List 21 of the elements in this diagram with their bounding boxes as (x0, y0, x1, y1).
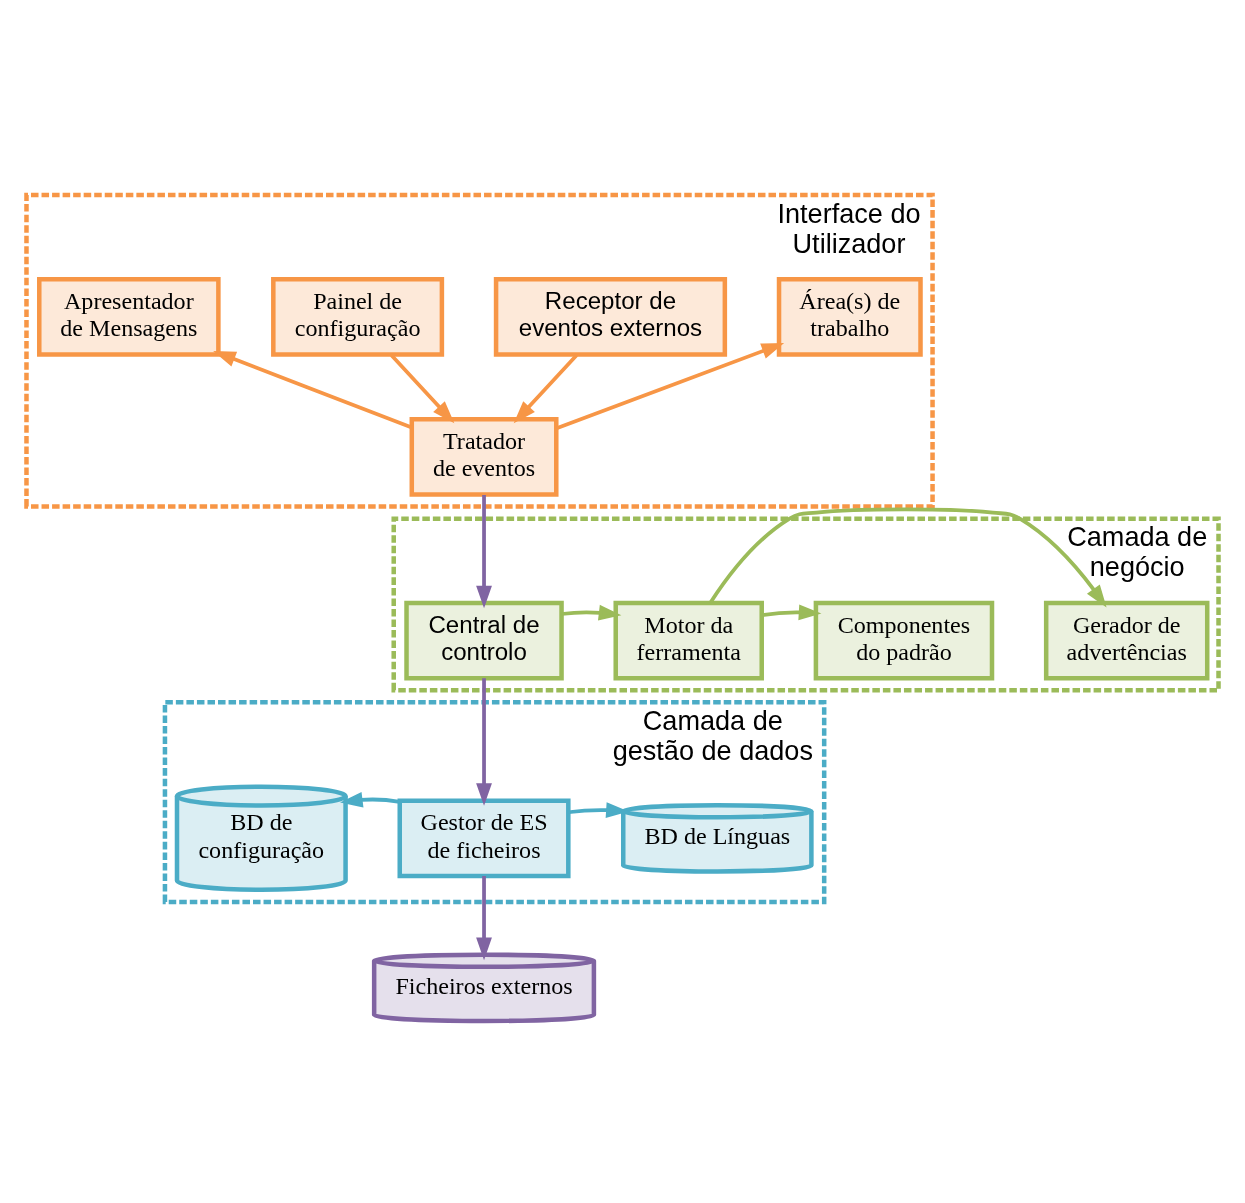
node-box: Apresentador de Mensagens (37, 276, 221, 357)
node-box: Área(s) de trabalho (776, 276, 923, 357)
arrow (708, 507, 1107, 607)
arrow (390, 353, 455, 423)
node-box: Tratador de eventos (409, 416, 559, 497)
arrow (476, 494, 492, 608)
node-box: Componentes do padrão (813, 600, 995, 680)
arrow (513, 353, 578, 423)
arrow (213, 350, 413, 429)
node-box: Receptor de eventos externos (493, 276, 728, 357)
arrow (761, 603, 822, 620)
node-box: Central de controlo (404, 600, 564, 680)
node-box: Gestor de ES de ficheiros (397, 797, 571, 878)
arrow (556, 342, 785, 430)
node-box: Motor da ferramenta (613, 600, 764, 680)
arrow (476, 677, 492, 806)
arrow (476, 875, 492, 960)
arrow (561, 604, 622, 621)
arrow (340, 791, 401, 808)
node-box: Painel de configuração (271, 276, 445, 357)
node-box: Gerador de advertências (1043, 600, 1210, 680)
